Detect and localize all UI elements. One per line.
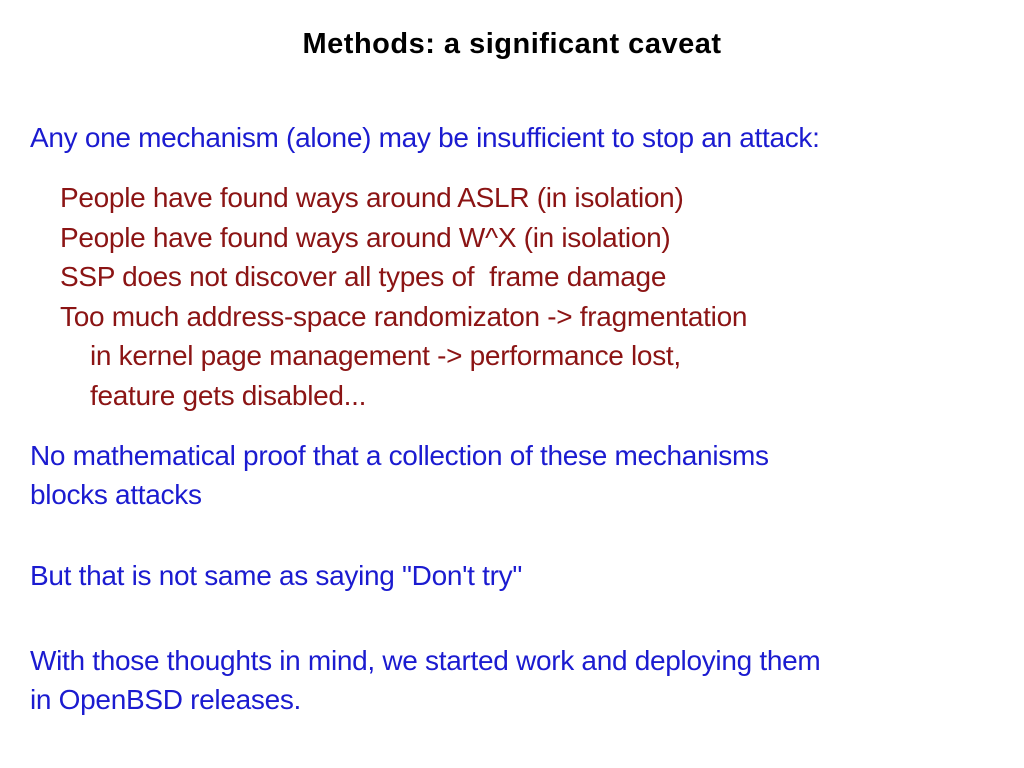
- paragraph-dont-try: But that is not same as saying "Don't tr…: [30, 556, 522, 595]
- slide-title: Methods: a significant caveat: [302, 28, 722, 60]
- caveat-line-wx: People have found ways around W^X (in is…: [60, 221, 671, 253]
- paragraph-line: in OpenBSD releases.: [30, 684, 302, 715]
- caveat-line-ssp: SSP does not discover all types of frame…: [60, 261, 667, 292]
- paragraph-line: blocks attacks: [30, 479, 202, 510]
- intro-statement: Any one mechanism (alone) may be insuffi…: [30, 122, 820, 153]
- caveat-line-randomization: Too much address-space randomizaton -> f…: [60, 300, 748, 332]
- caveat-line-aslr: People have found ways around ASLR (in i…: [60, 182, 684, 213]
- paragraph-no-proof: No mathematical proof that a collection …: [30, 436, 769, 514]
- paragraph-line: But that is not same as saying "Don't tr…: [30, 560, 522, 591]
- paragraph-line: No mathematical proof that a collection …: [30, 440, 769, 471]
- caveat-list: People have found ways around ASLR (in i…: [60, 178, 747, 415]
- caveat-line-kernel-page: in kernel page management -> performance…: [90, 340, 681, 371]
- paragraph-openbsd-deploy: With those thoughts in mind, we started …: [30, 641, 821, 719]
- paragraph-line: With those thoughts in mind, we started …: [30, 645, 821, 676]
- caveat-line-feature-disabled: feature gets disabled...: [90, 379, 367, 411]
